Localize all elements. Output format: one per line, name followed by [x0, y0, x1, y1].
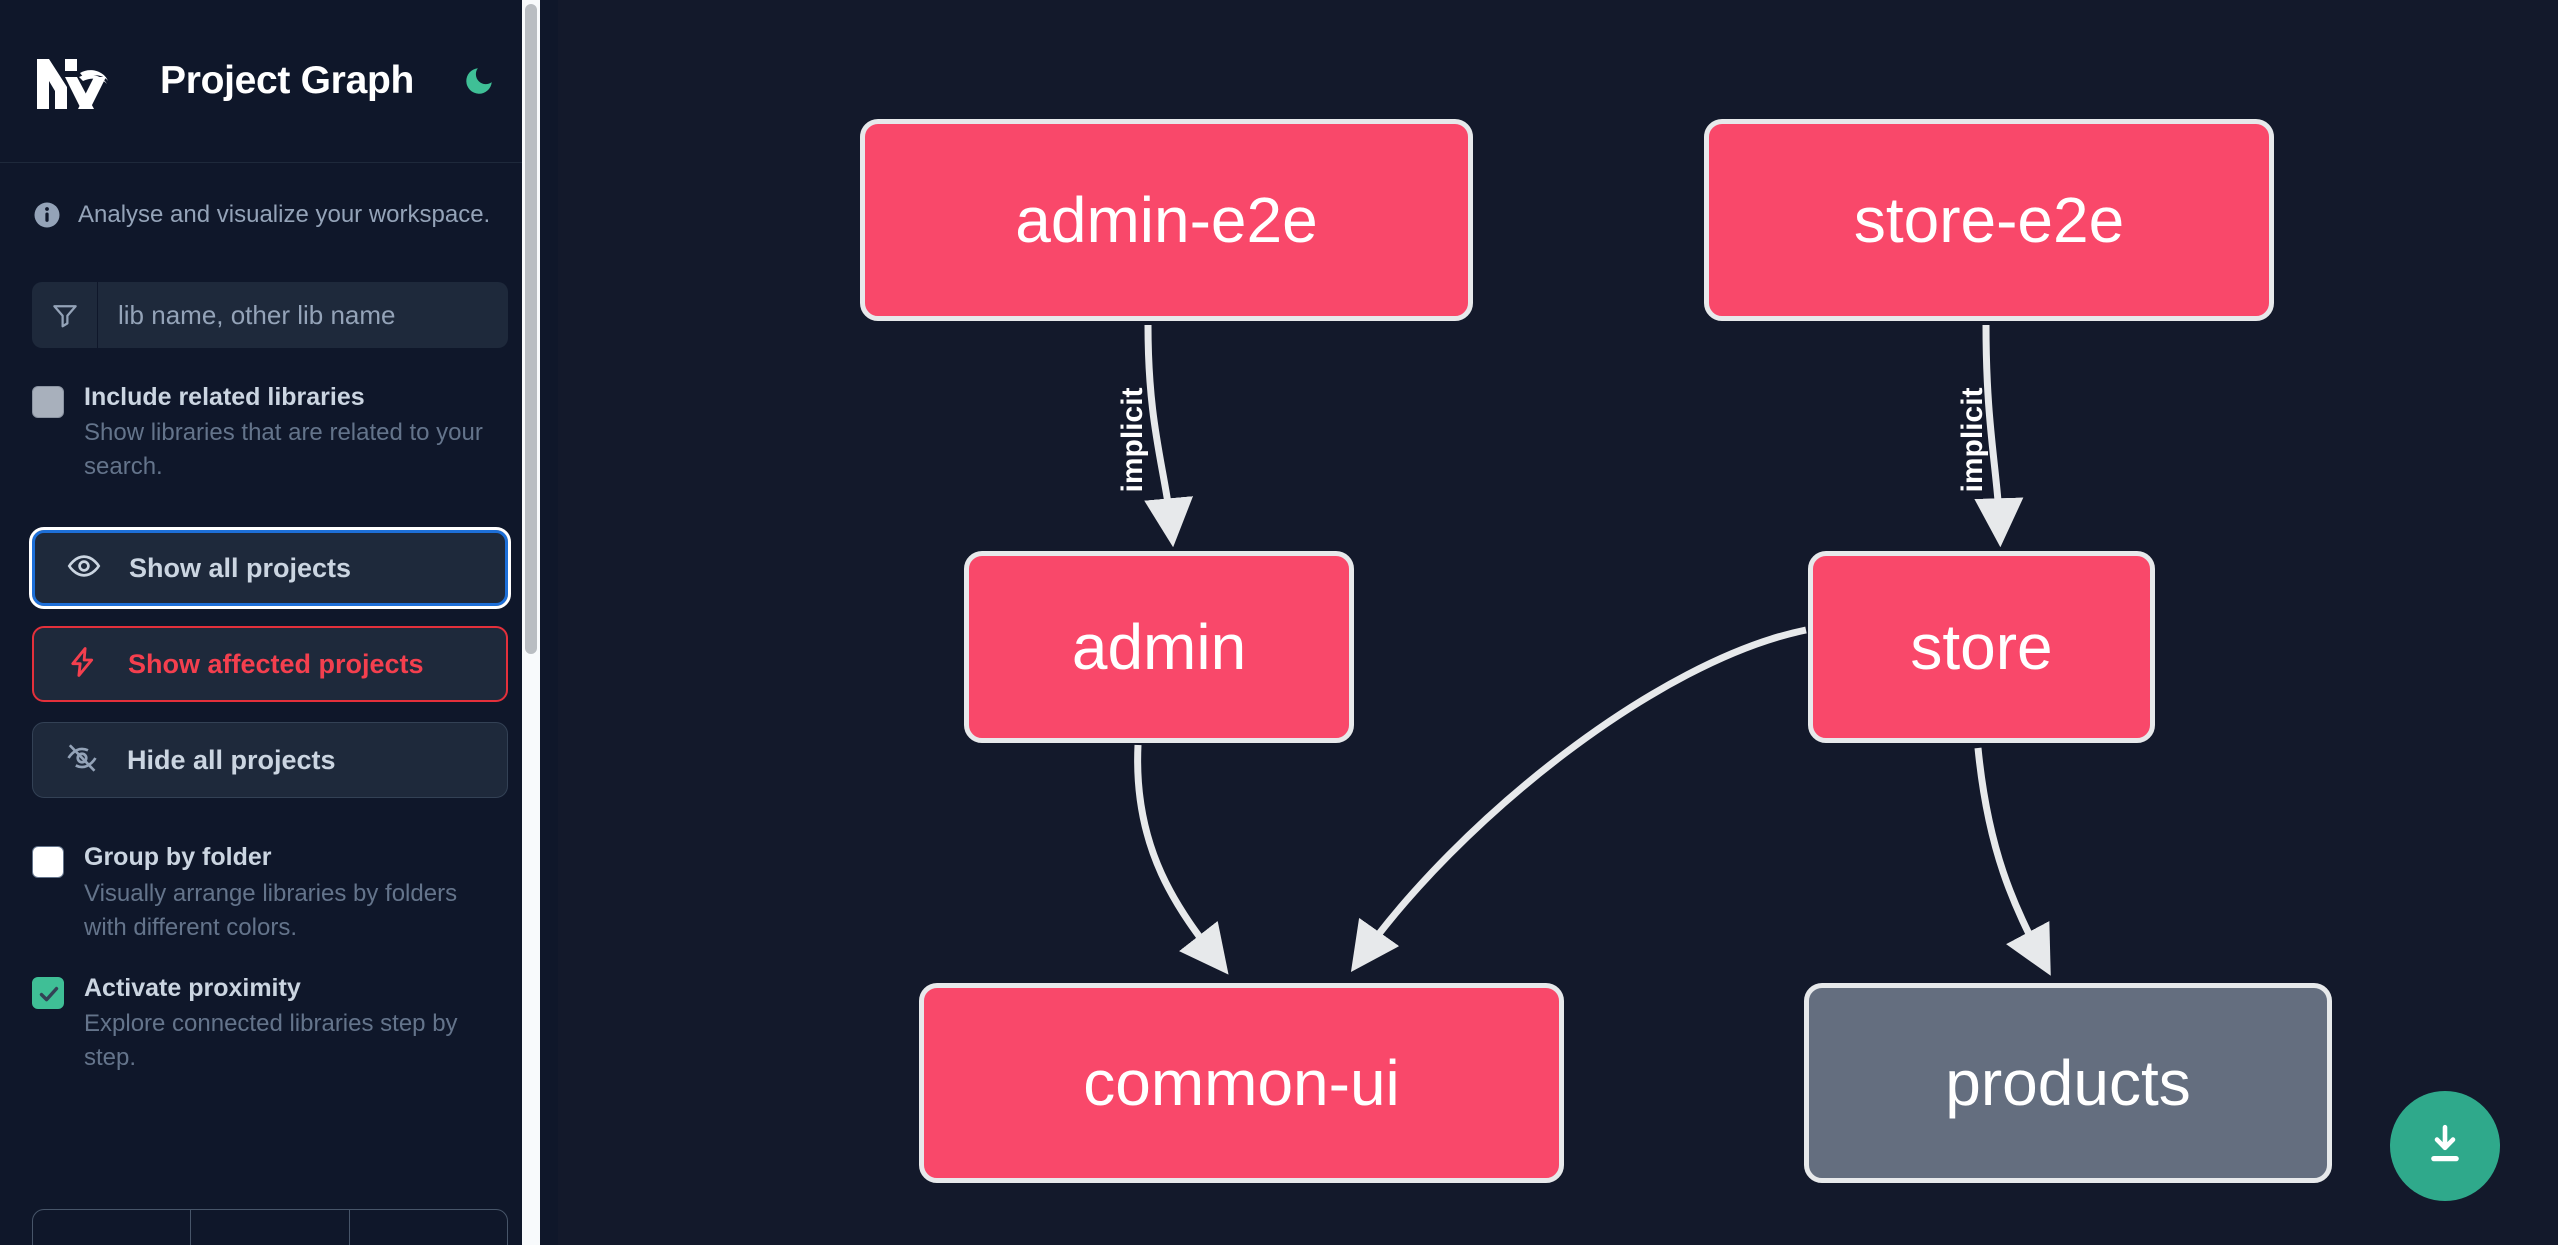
segment-1[interactable] — [33, 1210, 192, 1245]
tagline-text: Analyse and visualize your workspace. — [78, 201, 491, 228]
edge-admin-to-common-ui — [1134, 744, 1229, 975]
button-label: Show all projects — [129, 552, 352, 583]
option-label: Include related libraries — [84, 383, 365, 411]
edge-store-to-products — [1974, 747, 2051, 976]
action-buttons: Show all projects Show affected projects — [29, 527, 511, 799]
node-label: admin — [1071, 611, 1247, 683]
eye-icon — [67, 549, 101, 588]
download-button[interactable] — [2390, 1091, 2500, 1201]
sidebar-scrollbar[interactable] — [522, 0, 540, 1245]
filter-icon — [32, 282, 98, 348]
graph-node-common-ui[interactable]: common-ui — [919, 983, 1564, 1183]
search-input[interactable] — [98, 282, 508, 348]
info-icon — [32, 200, 62, 230]
option-include-related-libraries[interactable]: Include related libraries Show libraries… — [32, 382, 508, 484]
eye-off-icon — [65, 741, 99, 780]
node-label: admin-e2e — [1015, 184, 1318, 256]
search-row — [32, 282, 508, 348]
checkbox-include-related-libraries[interactable] — [32, 386, 64, 418]
edge-label-implicit-admin: implicit — [1116, 387, 1149, 492]
node-label: store-e2e — [1853, 184, 2125, 256]
checkbox-group-by-folder[interactable] — [32, 846, 64, 879]
hide-all-projects-button[interactable]: Hide all projects — [32, 722, 508, 799]
option-label: Group by folder — [84, 843, 272, 872]
show-all-projects-button[interactable]: Show all projects — [29, 527, 511, 610]
tagline: Analyse and visualize your workspace. — [0, 163, 540, 230]
option-label: Activate proximity — [84, 973, 301, 1002]
segmented-control[interactable] — [32, 1209, 508, 1245]
option-activate-proximity[interactable]: Activate proximity Explore connected lib… — [32, 973, 508, 1075]
option-group-by-folder[interactable]: Group by folder Visually arrange librari… — [32, 842, 508, 944]
graph-node-store-e2e[interactable]: store-e2e — [1704, 119, 2274, 321]
edge-store-e2e-to-store — [1974, 324, 2024, 548]
node-label: common-ui — [1083, 1047, 1400, 1119]
option-description: Visually arrange libraries by folders wi… — [84, 879, 458, 941]
option-description: Explore connected libraries step by step… — [84, 1010, 458, 1072]
edge-label-implicit-store: implicit — [1956, 387, 1989, 492]
checkbox-activate-proximity[interactable] — [32, 976, 64, 1009]
sidebar: Project Graph Analyse and visualize your… — [0, 0, 558, 1245]
page-title: Project Graph — [160, 59, 414, 102]
segment-2[interactable] — [191, 1210, 350, 1245]
button-label: Hide all projects — [127, 744, 336, 775]
graph-node-admin[interactable]: admin — [964, 551, 1354, 743]
show-affected-projects-button[interactable]: Show affected projects — [32, 626, 508, 703]
graph-node-store[interactable]: store — [1808, 551, 2155, 743]
sidebar-scrollbar-thumb[interactable] — [525, 4, 537, 654]
node-label: store — [1910, 611, 2053, 683]
sidebar-header: Project Graph — [0, 0, 540, 163]
node-label: products — [1945, 1047, 2191, 1119]
edge-store-to-common-ui — [1350, 626, 1807, 973]
segment-3[interactable] — [350, 1210, 507, 1245]
edge-admin-e2e-to-admin — [1144, 324, 1194, 548]
moon-icon[interactable] — [456, 58, 502, 104]
lightning-icon — [66, 645, 100, 684]
button-label: Show affected projects — [128, 648, 424, 679]
option-description: Show libraries that are related to your … — [84, 419, 483, 481]
project-graph-canvas[interactable]: implicit implicit admin-e2e store-e2e ad… — [558, 0, 2558, 1245]
sidebar-content: Project Graph Analyse and visualize your… — [0, 0, 540, 1245]
download-icon — [2421, 1120, 2469, 1173]
graph-edges: implicit implicit — [1116, 324, 2051, 976]
graph-node-products[interactable]: products — [1804, 983, 2332, 1183]
graph-node-admin-e2e[interactable]: admin-e2e — [860, 119, 1473, 321]
nx-logo-icon — [32, 51, 118, 111]
